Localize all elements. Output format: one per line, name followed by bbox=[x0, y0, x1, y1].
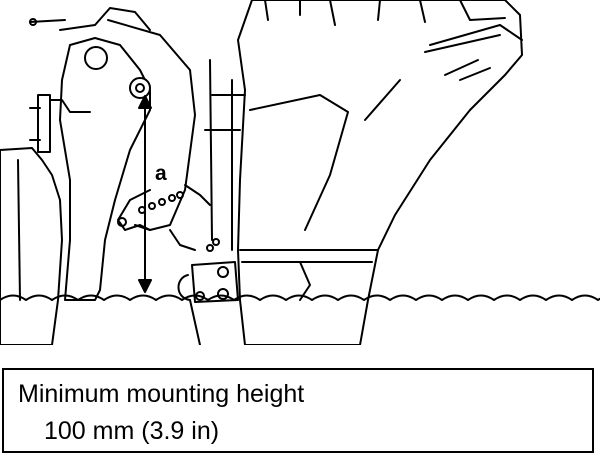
spec-box: Minimum mounting height 100 mm (3.9 in) bbox=[2, 368, 594, 453]
anode-icon bbox=[177, 238, 239, 303]
spec-title: Minimum mounting height bbox=[18, 380, 305, 408]
outboard-mounting-illustration: a bbox=[0, 0, 600, 345]
spec-value: 100 mm (3.9 in) bbox=[44, 417, 220, 445]
outboard-motor-icon bbox=[189, 0, 523, 345]
transom-board-icon bbox=[0, 147, 63, 345]
dimension-a: a bbox=[138, 95, 167, 293]
water-surface-icon bbox=[0, 294, 600, 301]
dimension-label: a bbox=[155, 162, 167, 185]
clamp-bracket-icon bbox=[29, 7, 211, 301]
